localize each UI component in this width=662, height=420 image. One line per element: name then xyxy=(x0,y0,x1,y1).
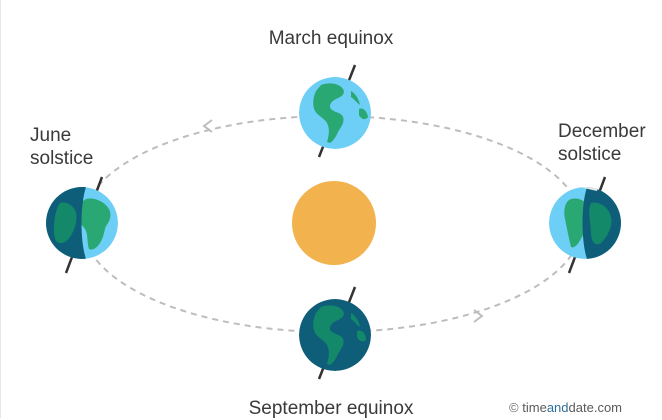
september-equinox-label: September equinox xyxy=(248,398,414,419)
sun-icon xyxy=(292,181,376,265)
june-label-line1: June xyxy=(30,125,72,146)
credit-part-com: .com xyxy=(593,400,622,415)
source-credit: © timeanddate.com xyxy=(509,400,622,415)
credit-part-time: time xyxy=(522,400,547,415)
march-equinox-label: March equinox xyxy=(268,28,394,49)
june-label-line2: solstice xyxy=(30,148,94,169)
june-solstice-label: June solstice xyxy=(30,124,120,170)
december-label-line1: December xyxy=(558,121,646,142)
earth-globe-icon xyxy=(299,286,371,380)
earth-globe-icon xyxy=(299,64,371,158)
orbit-arrow-icon xyxy=(473,309,484,323)
credit-part-date: date xyxy=(568,400,594,415)
copyright-symbol: © xyxy=(509,400,519,415)
december-solstice-label: December solstice xyxy=(558,120,658,166)
orbit-arrow-icon xyxy=(202,119,213,133)
december-label-line2: solstice xyxy=(558,144,622,165)
earth-globe-icon xyxy=(549,176,621,274)
earth-globe-icon xyxy=(46,176,118,274)
credit-part-and: and xyxy=(546,400,569,415)
